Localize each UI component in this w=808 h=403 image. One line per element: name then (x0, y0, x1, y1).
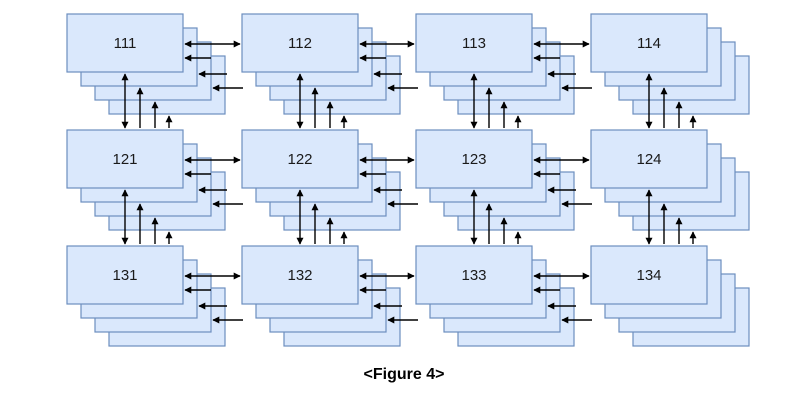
node-123 (415, 129, 575, 231)
node-box-front (241, 13, 359, 73)
node-box-front (66, 13, 184, 73)
node-label: 111 (114, 35, 137, 52)
node-132 (241, 245, 401, 347)
node-label: 134 (636, 267, 661, 284)
node-label: 112 (288, 35, 312, 52)
node-122 (241, 129, 401, 231)
array-diagram: 111 112 113 114 121 122 123 124 131 132 133 134 (66, 13, 750, 347)
node-box-front (66, 129, 184, 189)
node-113 (415, 13, 575, 115)
node-box-front (241, 245, 359, 305)
node-label: 133 (461, 267, 486, 284)
node-label: 132 (287, 267, 312, 284)
node-label: 114 (637, 35, 661, 52)
node-box-front (415, 13, 533, 73)
node-134 (590, 245, 750, 347)
node-label: 123 (461, 151, 486, 168)
node-112 (241, 13, 401, 115)
node-131 (66, 245, 226, 347)
node-label: 113 (462, 35, 486, 52)
node-label: 124 (636, 151, 661, 168)
node-box-front (66, 245, 184, 305)
node-111 (66, 13, 226, 115)
node-box-front (241, 129, 359, 189)
figure-caption: <Figure 4> (363, 366, 445, 383)
node-box-front (590, 13, 708, 73)
node-label: 131 (112, 267, 137, 284)
node-box-front (415, 129, 533, 189)
node-121 (66, 129, 226, 231)
node-133 (415, 245, 575, 347)
node-114 (590, 13, 750, 115)
node-label: 121 (112, 151, 137, 168)
node-box-front (590, 245, 708, 305)
node-box-front (590, 129, 708, 189)
node-124 (590, 129, 750, 231)
node-box-front (415, 245, 533, 305)
node-label: 122 (287, 151, 312, 168)
